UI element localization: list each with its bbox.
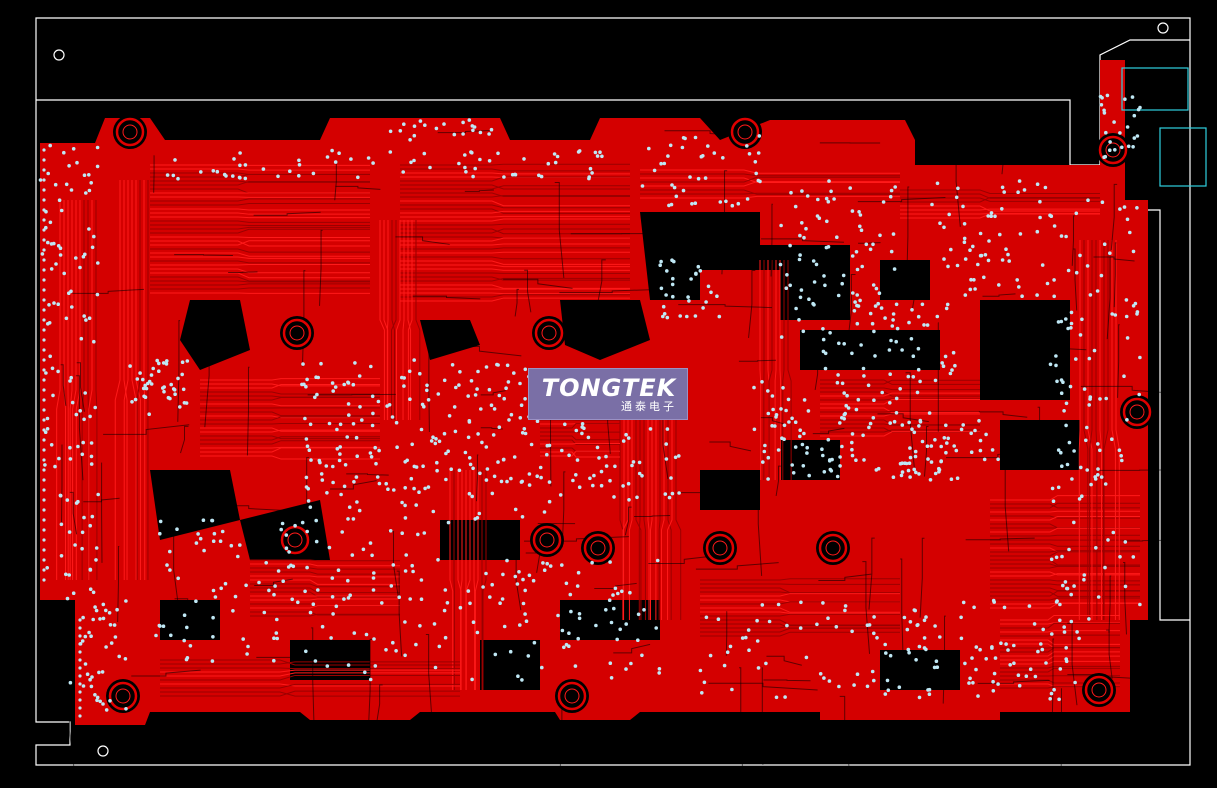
brand-logo-text: TONGTEK [541, 374, 677, 402]
mount-hole-layer [106, 115, 1154, 713]
connector-outline-2 [1159, 127, 1207, 187]
brand-logo-subtitle: 通泰电子 [621, 400, 677, 413]
via-layer [38, 93, 1142, 718]
mount-hole-bottom-left [97, 745, 109, 757]
mount-hole-top-right [1157, 22, 1169, 34]
mount-hole-top-left [53, 49, 65, 61]
connector-outline-1 [1121, 67, 1189, 111]
brand-logo: TONGTEK 通泰电子 [528, 368, 688, 420]
